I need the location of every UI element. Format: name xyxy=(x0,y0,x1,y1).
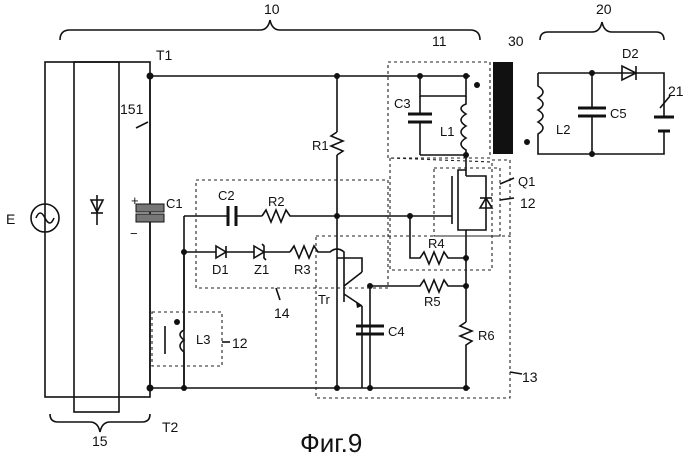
label-terminal-t1: T1 xyxy=(156,47,173,63)
figure-caption: Фиг.9 xyxy=(300,428,362,458)
label-l1: L1 xyxy=(440,124,454,139)
label-block-12-mosfet: 12 xyxy=(520,195,536,211)
rectifier-inner-box xyxy=(74,62,119,412)
brace-10 xyxy=(60,20,480,40)
label-block-11: 11 xyxy=(432,33,447,49)
rectifier-diode-icon xyxy=(91,195,103,225)
label-r2: R2 xyxy=(268,194,285,209)
transistor-q1-icon xyxy=(410,155,492,262)
label-c4: C4 xyxy=(388,324,405,339)
label-r1: R1 xyxy=(312,138,329,153)
label-q1: Q1 xyxy=(518,174,535,189)
label-c1: C1 xyxy=(166,196,183,211)
label-c1-plus: + xyxy=(131,193,139,208)
lamp-21-icon xyxy=(654,117,674,131)
brace-20 xyxy=(540,22,664,40)
label-l3: L3 xyxy=(196,332,210,347)
label-d2: D2 xyxy=(622,46,639,61)
label-source-e: E xyxy=(6,211,15,227)
label-r5: R5 xyxy=(424,294,441,309)
label-block-15: 15 xyxy=(92,433,108,449)
label-r6: R6 xyxy=(478,328,495,343)
resistor-r5-icon xyxy=(370,280,466,292)
tank-primary xyxy=(408,76,480,155)
label-block-14: 14 xyxy=(274,305,290,321)
label-c5: C5 xyxy=(610,106,627,121)
capacitor-c1-icon xyxy=(136,76,164,388)
label-c2: C2 xyxy=(218,188,235,203)
label-block-21: 21 xyxy=(668,83,684,99)
label-c3: C3 xyxy=(394,96,411,111)
label-block-20: 20 xyxy=(596,1,612,17)
label-c1-minus: − xyxy=(130,226,138,241)
block-12-mosfet-outer xyxy=(390,158,492,270)
label-l2: L2 xyxy=(556,122,570,137)
label-tr: Tr xyxy=(318,292,330,307)
inductor-l3-icon xyxy=(165,252,184,388)
block-13 xyxy=(316,236,510,398)
block-12-winding xyxy=(152,312,222,366)
label-block-12-winding: 12 xyxy=(232,335,248,351)
diode-d1-icon xyxy=(184,246,254,258)
tank-secondary xyxy=(524,73,664,154)
transistor-tr-icon xyxy=(337,258,362,388)
label-d1: D1 xyxy=(212,262,229,277)
resistor-r6-icon xyxy=(460,322,472,388)
label-terminal-t2: T2 xyxy=(162,419,179,435)
label-block-30: 30 xyxy=(508,33,524,49)
label-block-151: 151 xyxy=(120,101,144,117)
label-r4: R4 xyxy=(428,236,445,251)
resistor-r1-icon xyxy=(331,76,343,388)
label-r3: R3 xyxy=(294,262,311,277)
brace-15 xyxy=(50,414,150,432)
zener-z1-icon xyxy=(254,244,290,260)
block-12-mosfet-inner xyxy=(434,168,500,236)
label-z1: Z1 xyxy=(254,262,269,277)
transformer-core xyxy=(493,62,513,154)
label-block-10: 10 xyxy=(264,1,280,17)
label-block-13: 13 xyxy=(522,369,538,385)
